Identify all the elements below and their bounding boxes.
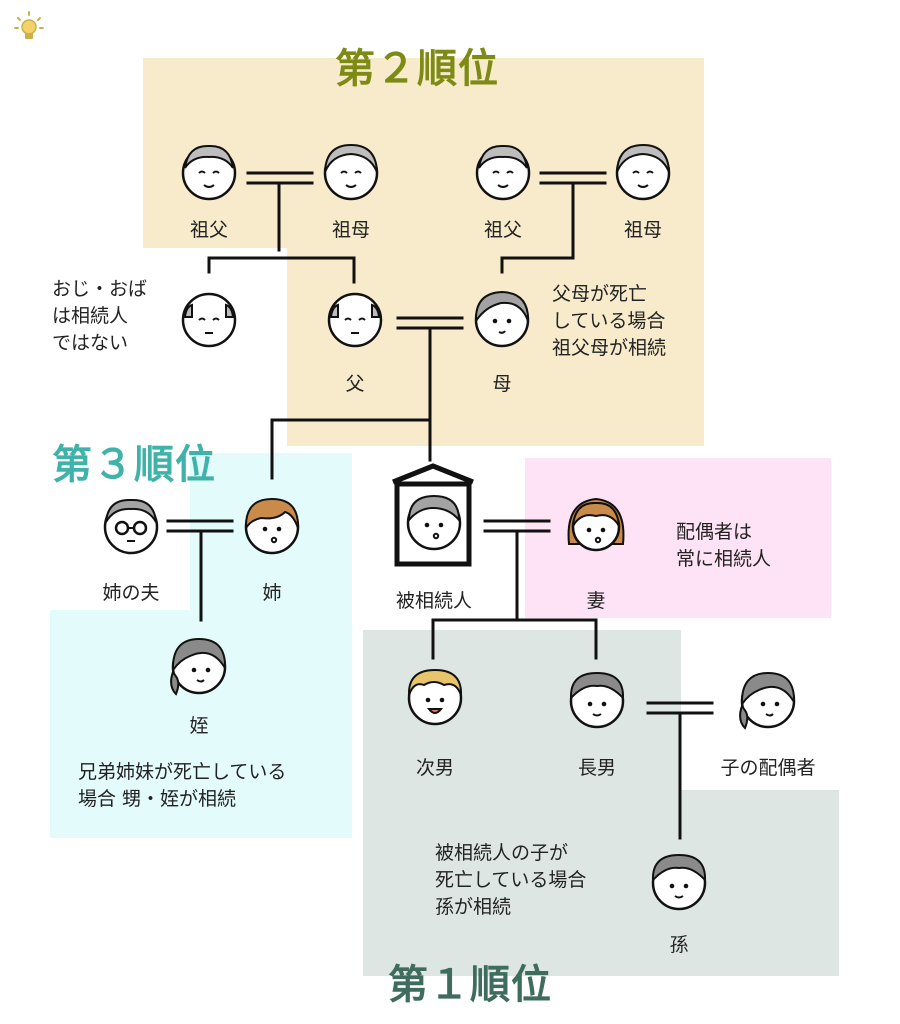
label-grandmother-left: 祖母 [331, 219, 370, 241]
child-spouse-icon [737, 668, 799, 730]
label-niece: 姪 [189, 715, 209, 737]
label-grandchild: 孫 [669, 934, 689, 956]
label-grandfather-right: 祖父 [483, 219, 522, 241]
grandmother-left-icon [320, 140, 382, 202]
niece-icon [168, 634, 230, 696]
father-icon [324, 287, 386, 349]
label-sister: 姉 [262, 582, 282, 604]
spouse-note: 配偶者は 常に相続人 [676, 521, 772, 570]
label-second-son: 次男 [415, 757, 454, 779]
rank2-zone [143, 58, 704, 248]
grandfather-right-icon [472, 140, 534, 202]
uncle-note: おじ・おば は相続人 ではない [52, 278, 148, 354]
rank2-title: 第２順位 [335, 46, 499, 92]
lightbulb-icon [12, 10, 46, 46]
label-sister-husband: 姉の夫 [102, 582, 160, 604]
rank3-title: 第３順位 [52, 442, 216, 488]
eldest-son-icon [566, 668, 628, 730]
label-grandmother-right: 祖母 [623, 219, 662, 241]
wife-icon [565, 494, 627, 556]
label-deceased: 被相続人 [395, 590, 472, 612]
label-grandfather-left: 祖父 [189, 219, 228, 241]
label-eldest-son: 長男 [577, 757, 616, 779]
label-mother: 母 [492, 373, 512, 395]
label-father: 父 [345, 373, 365, 395]
deceased-icon [403, 490, 465, 552]
label-child-spouse: 子の配偶者 [720, 757, 816, 779]
second-son-icon [404, 665, 466, 727]
grandparents-note: 父母が死亡 している場合 祖父母が相続 [552, 283, 667, 359]
siblings-note: 兄弟姉妹が死亡している 場合 甥・姪が相続 [78, 761, 287, 810]
mother-icon [471, 287, 533, 349]
label-wife: 妻 [586, 590, 606, 612]
uncle-icon [178, 287, 240, 349]
grandchild-note: 被相続人の子が 死亡している場合 孫が相続 [435, 842, 587, 918]
rank1-title: 第１順位 [388, 962, 552, 1008]
grandchild-icon [648, 850, 710, 912]
grandfather-left-icon [178, 140, 240, 202]
sister-husband-icon [100, 494, 162, 556]
sister-icon [241, 494, 303, 556]
grandmother-right-icon [612, 140, 674, 202]
